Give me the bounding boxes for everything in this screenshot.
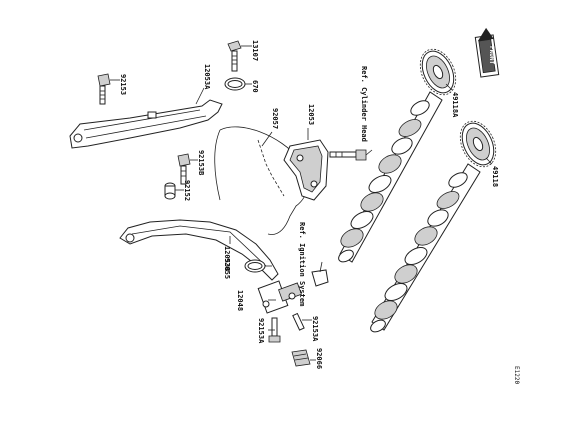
label-92066: 92066 <box>315 348 323 369</box>
label-92153A-right: 92153A <box>311 316 319 342</box>
label-12053A: 12053A <box>203 64 211 90</box>
front-label: FRONT <box>488 46 495 64</box>
front-arrow-icon: FRONT <box>474 27 500 78</box>
label-ref-ignition-system: Ref. Ignition System <box>298 222 306 306</box>
bolt-cylinder-head <box>329 149 367 161</box>
label-12053B: 12053B <box>223 246 231 271</box>
label-92153B: 92153B <box>197 150 205 175</box>
label-12048: 12048 <box>236 290 244 311</box>
diagram-code: E1220 <box>513 366 520 384</box>
bolt-92153 <box>97 73 111 105</box>
camshaft-49118A <box>338 48 457 263</box>
label-ref-cylinder-head: Ref. Cylinder Head <box>360 66 368 142</box>
o-ring-670 <box>224 77 246 91</box>
camshaft-49118 <box>370 120 497 333</box>
bolt-13107 <box>227 40 242 72</box>
label-49118A: 49118A <box>451 92 459 118</box>
tensioner-12048 <box>257 280 302 314</box>
label-92057: 92057 <box>271 108 279 129</box>
collar-92152 <box>164 182 176 200</box>
label-92153: 92153 <box>119 74 127 95</box>
chain-guide-12053 <box>283 139 329 201</box>
plug-92066 <box>291 349 311 367</box>
leader-lines <box>110 45 493 361</box>
bolt-92153B <box>177 153 191 185</box>
timing-chain-92057 <box>214 126 309 235</box>
chain-guide-12053A <box>69 99 223 149</box>
label-92152: 92152 <box>183 180 191 201</box>
ignition-plug <box>311 261 329 287</box>
bolt-92153A-right <box>292 312 305 331</box>
label-92153A-left: 92153A <box>257 318 265 344</box>
label-49118: 49118 <box>491 166 499 187</box>
chain-guide-12053B <box>119 219 279 281</box>
label-13107: 13107 <box>251 40 259 61</box>
label-92055: 92055 <box>223 258 231 279</box>
bolt-92153A-left <box>268 317 281 343</box>
label-12053: 12053 <box>307 104 315 125</box>
label-670: 670 <box>251 80 259 93</box>
o-ring-92055 <box>244 259 266 273</box>
